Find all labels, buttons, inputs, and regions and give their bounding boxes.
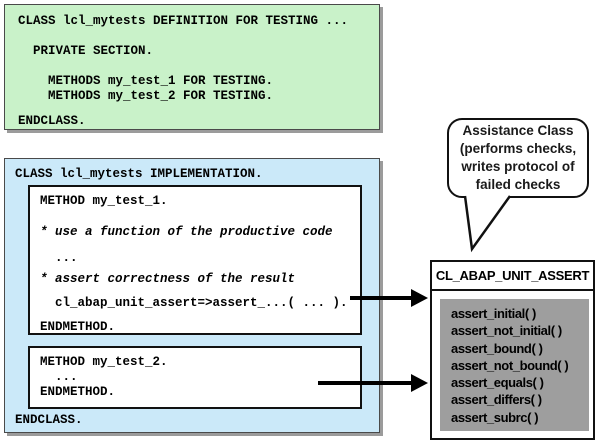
class-definition-box: CLASS lcl_mytests DEFINITION FOR TESTING…	[4, 4, 380, 130]
code-line: ENDCLASS.	[18, 114, 86, 128]
code-line: ENDMETHOD.	[40, 320, 116, 334]
assert-method-item: assert_initial( )	[451, 306, 536, 321]
code-comment-line: * assert correctness of the result	[40, 272, 296, 286]
arrow-head-icon	[411, 289, 428, 307]
code-line: ...	[40, 251, 78, 265]
callout-text-line: failed checks	[475, 177, 561, 192]
code-line: METHODS my_test_2 FOR TESTING.	[18, 89, 274, 103]
assert-call-line: cl_abap_unit_assert=>assert_...( ... ).	[40, 296, 348, 310]
code-line: METHODS my_test_1 FOR TESTING.	[18, 74, 274, 88]
method-my-test-1-box: METHOD my_test_1. * use a function of th…	[28, 185, 362, 335]
arrow-shaft	[350, 296, 412, 300]
assistance-class-callout: Assistance Class (performs checks, write…	[447, 118, 589, 198]
assert-method-item: assert_subrc( )	[451, 409, 539, 425]
assert-class-box: CL_ABAP_UNIT_ASSERT assert_initial( ) as…	[430, 260, 595, 440]
code-line: CLASS lcl_mytests DEFINITION FOR TESTING…	[18, 14, 349, 28]
code-line: METHOD my_test_2.	[40, 355, 168, 369]
callout-text-line: writes protocol of	[461, 159, 575, 174]
code-line: PRIVATE SECTION.	[18, 44, 154, 58]
callout-text-line: Assistance Class	[462, 123, 574, 138]
class-implementation-box: CLASS lcl_mytests IMPLEMENTATION. METHOD…	[4, 158, 380, 433]
assert-methods-panel: assert_initial( ) assert_not_initial( ) …	[440, 299, 589, 431]
implementation-footer-line: ENDCLASS.	[15, 413, 83, 427]
assert-method-item: assert_equals( )	[451, 375, 544, 391]
code-line: METHOD my_test_1.	[40, 194, 168, 208]
assert-method-item: assert_not_initial( )	[451, 323, 562, 339]
method-my-test-2-box: METHOD my_test_2. ... ENDMETHOD.	[28, 346, 362, 409]
code-comment-line: * use a function of the productive code	[40, 225, 333, 239]
arrow-shaft	[318, 381, 412, 385]
assert-method-item: assert_not_bound( )	[451, 357, 569, 373]
code-line: ...	[40, 370, 78, 384]
callout-text-line: (performs checks,	[459, 141, 577, 156]
implementation-header-line: CLASS lcl_mytests IMPLEMENTATION.	[15, 167, 263, 181]
code-line: ENDMETHOD.	[40, 385, 116, 399]
assert-method-item: assert_bound( )	[451, 340, 543, 356]
callout-tail	[463, 195, 512, 253]
arrow-head-icon	[411, 374, 428, 392]
assert-method-item: assert_differs( )	[451, 392, 542, 408]
assert-class-title: CL_ABAP_UNIT_ASSERT	[432, 262, 593, 291]
